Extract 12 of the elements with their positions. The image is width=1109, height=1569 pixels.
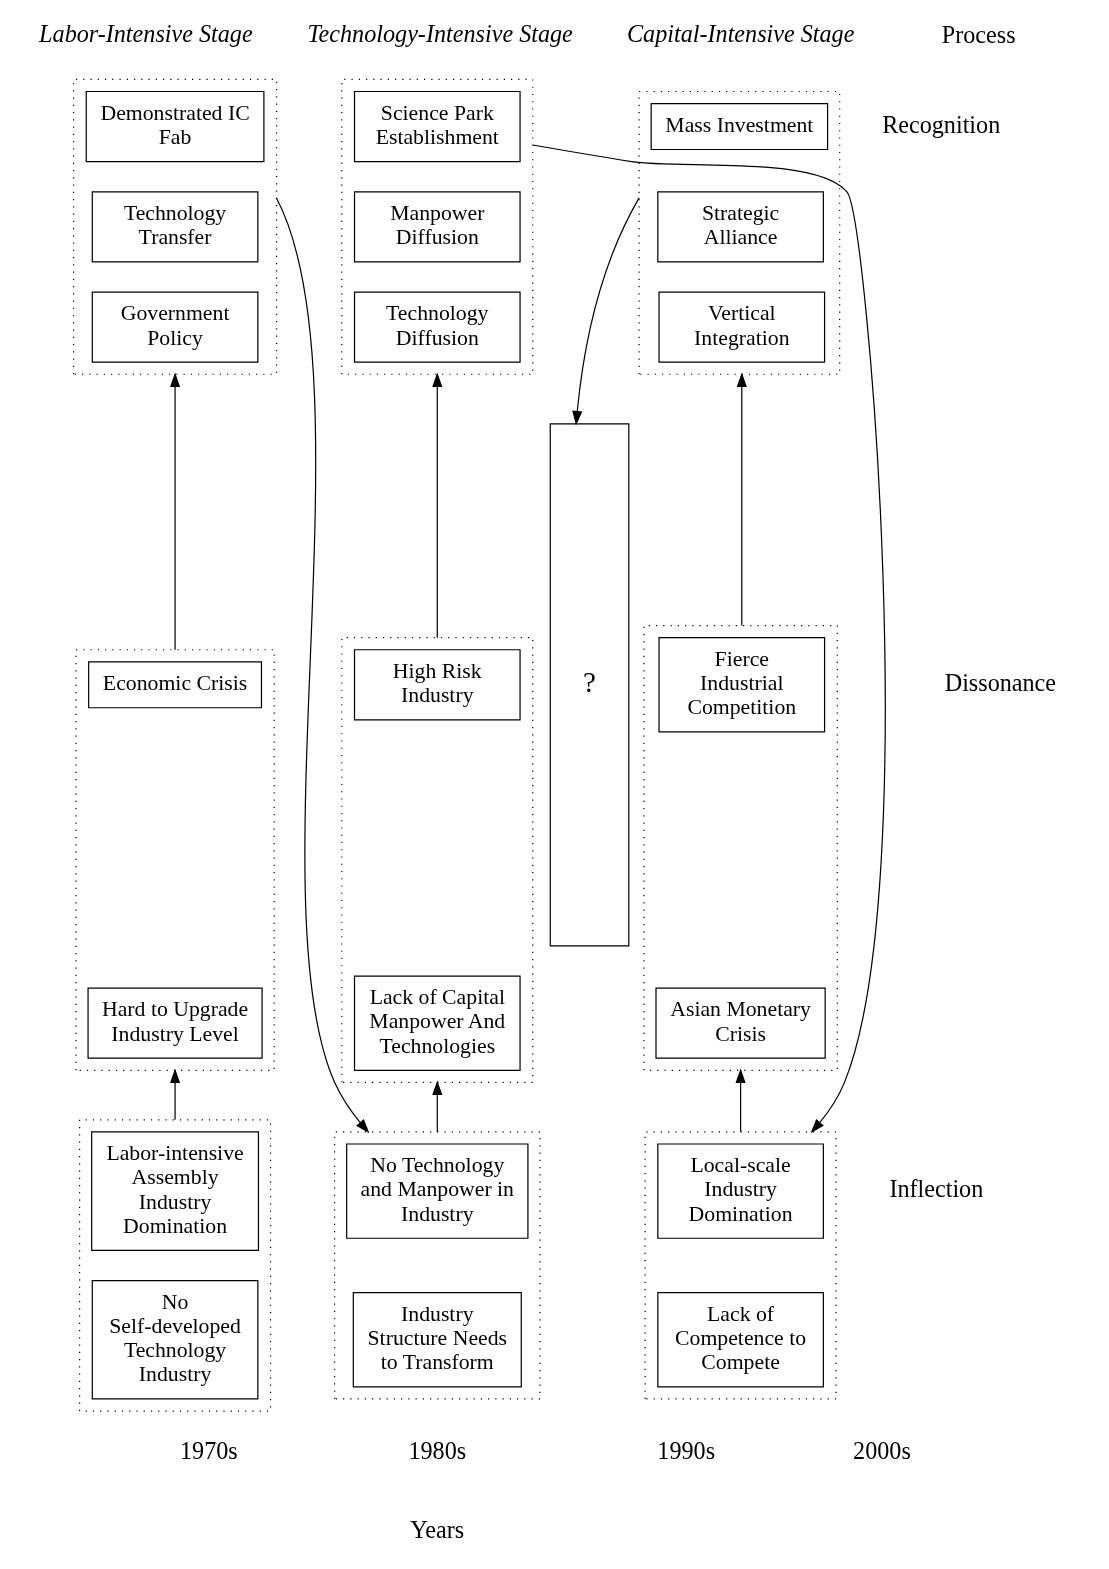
label: Inflection <box>889 1175 984 1203</box>
label: Capital-Intensive Stage <box>627 19 855 47</box>
label: 1980s <box>408 1437 467 1465</box>
label: Recognition <box>882 110 1001 138</box>
label: Dissonance <box>944 668 1057 696</box>
label: Years <box>410 1515 465 1543</box>
label: Labor-Intensive Stage <box>39 19 253 47</box>
label: Process <box>941 21 1016 49</box>
label: 1990s <box>657 1437 716 1465</box>
label: 2000s <box>853 1437 911 1465</box>
label: Technology-Intensive Stage <box>307 19 573 47</box>
label: 1970s <box>180 1437 238 1465</box>
